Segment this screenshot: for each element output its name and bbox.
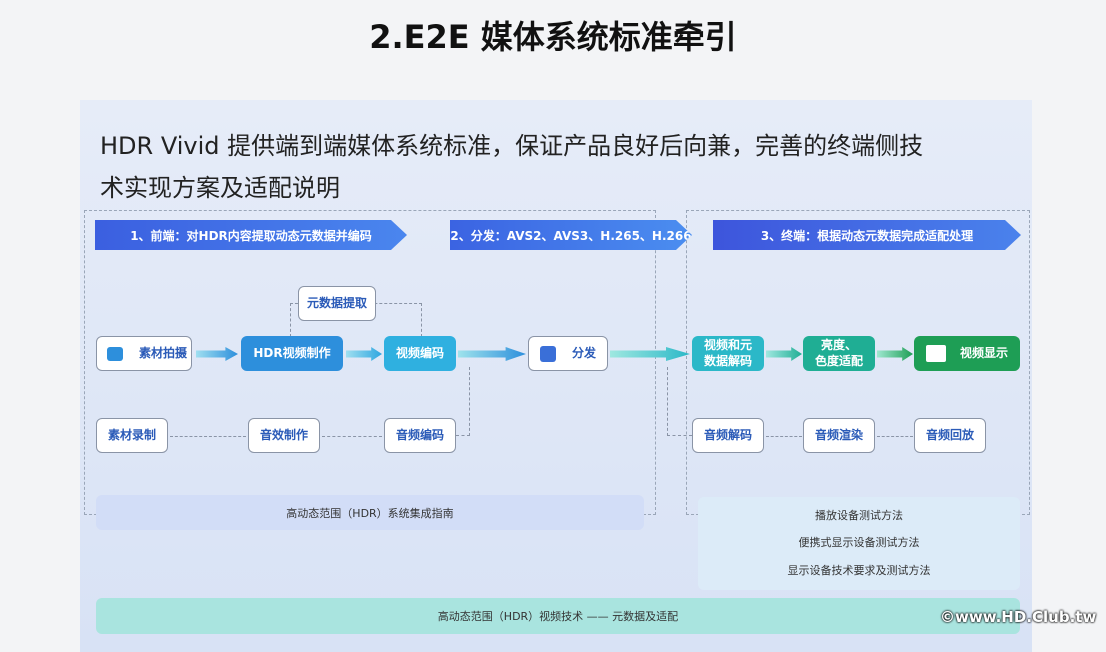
box-hdr-production: HDR视频制作 <box>241 336 343 371</box>
display-label: 视频显示 <box>959 345 1008 360</box>
box-capture: 素材拍摄 <box>96 336 192 371</box>
box-distribute: 分发 <box>528 336 608 371</box>
box-audio-decode: 音频解码 <box>692 418 764 453</box>
heading-line-2: 术实现方案及适配说明 <box>100 174 340 202</box>
dashed-arrow <box>877 436 913 437</box>
banner-frontend: 1、前端：对HDR内容提取动态元数据并编码 <box>95 220 407 250</box>
test-method-1: 播放设备测试方法 <box>815 509 903 522</box>
dashed-arrow <box>766 436 802 437</box>
box-video-encode: 视频编码 <box>384 336 456 371</box>
banner-terminal: 3、终端：根据动态元数据完成适配处理 <box>713 220 1021 250</box>
box-playback: 音频回放 <box>914 418 986 453</box>
clapperboard-icon <box>925 345 946 362</box>
box-display: 视频显示 <box>914 336 1020 371</box>
arrow <box>346 347 382 361</box>
arrow <box>877 347 913 361</box>
integration-guide-bar: 高动态范围（HDR）系统集成指南 <box>96 495 644 530</box>
banner-distribution: 2、分发：AVS2、AVS3、H.265、H.266 <box>450 220 692 250</box>
box-effects: 音效制作 <box>248 418 320 453</box>
box-metadata-extract: 元数据提取 <box>298 286 376 321</box>
box-render: 音频渲染 <box>803 418 875 453</box>
layers-icon <box>539 345 556 362</box>
arrow <box>610 347 690 361</box>
arrow <box>196 347 238 361</box>
audio-merge-line <box>456 367 470 436</box>
dashed-arrow <box>170 436 246 437</box>
camera-icon <box>107 346 123 361</box>
box-decode: 视频和元 数据解码 <box>692 336 764 371</box>
heading-line-1: HDR Vivid 提供端到端媒体系统标准，保证产品良好后向兼，完善的终端侧技 <box>100 132 924 160</box>
test-method-3: 显示设备技术要求及测试方法 <box>787 564 931 577</box>
test-methods-box: 播放设备测试方法 便携式显示设备测试方法 显示设备技术要求及测试方法 <box>698 497 1020 590</box>
capture-label: 素材拍摄 <box>139 345 188 360</box>
arrow <box>458 347 526 361</box>
box-adapt: 亮度、 色度适配 <box>803 336 875 371</box>
slide-title: 2.E2E 媒体系统标准牵引 <box>369 18 737 56</box>
distribute-label: 分发 <box>571 345 596 360</box>
watermark: ©www.HD.Club.tw <box>940 608 1097 626</box>
dashed-arrow <box>322 436 382 437</box>
box-audio-encode: 音频编码 <box>384 418 456 453</box>
arrow <box>766 347 802 361</box>
footer-bar: 高动态范围（HDR）视频技术 —— 元数据及适配 <box>96 598 1020 634</box>
box-record: 素材录制 <box>96 418 168 453</box>
audio-split-line <box>667 367 692 436</box>
test-method-2: 便携式显示设备测试方法 <box>798 536 920 549</box>
